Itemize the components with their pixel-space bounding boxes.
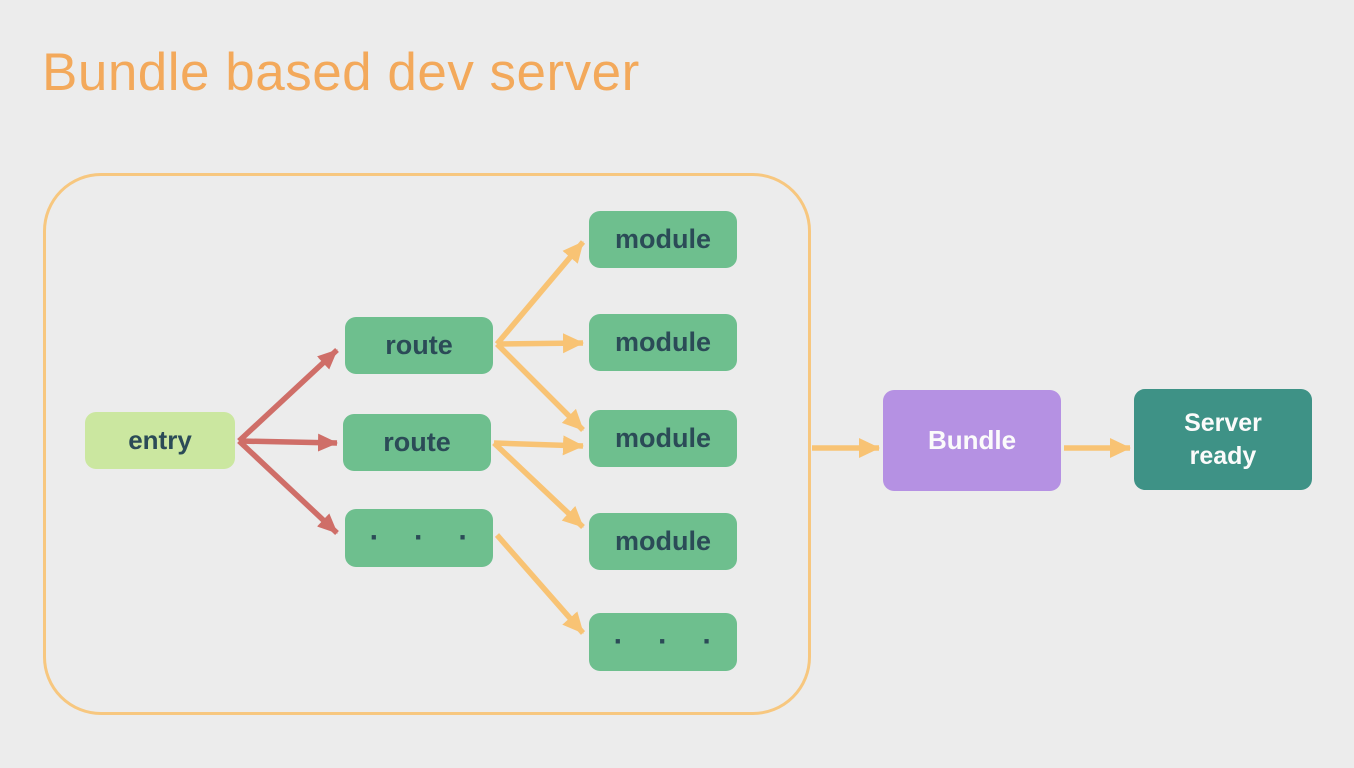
ellipsis-label: · · · bbox=[613, 625, 726, 658]
server-ready-line-1: Server bbox=[1184, 408, 1262, 437]
node-module-2: module bbox=[589, 314, 737, 371]
page-title: Bundle based dev server bbox=[42, 43, 640, 102]
dev-server-group-outline bbox=[43, 173, 811, 715]
node-module-4: module bbox=[589, 513, 737, 570]
node-module-3: module bbox=[589, 410, 737, 467]
ellipsis-label: · · · bbox=[369, 521, 482, 554]
node-server-ready: Server ready bbox=[1134, 389, 1312, 490]
node-route-2: route bbox=[343, 414, 491, 471]
node-bundle: Bundle bbox=[883, 390, 1061, 491]
server-ready-line-2: ready bbox=[1189, 441, 1257, 470]
node-module-1: module bbox=[589, 211, 737, 268]
node-route-1: route bbox=[345, 317, 493, 374]
server-ready-label: Server ready bbox=[1184, 407, 1262, 473]
node-route-ellipsis: · · · bbox=[345, 509, 493, 567]
node-module-ellipsis: · · · bbox=[589, 613, 737, 671]
node-entry: entry bbox=[85, 412, 235, 469]
